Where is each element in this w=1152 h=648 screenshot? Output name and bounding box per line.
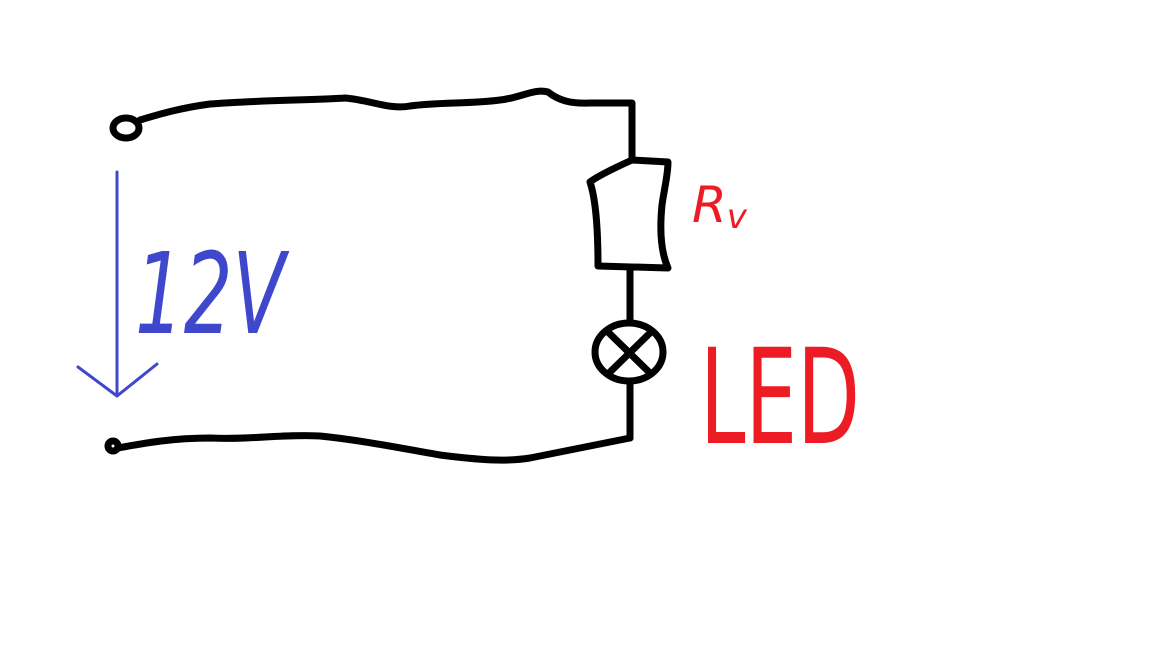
bottom-wire	[114, 432, 634, 464]
terminal-circle-icon	[109, 114, 143, 142]
terminal-circle-icon	[104, 437, 122, 455]
lamp-cross-icon	[591, 319, 667, 385]
resistor-body	[586, 156, 672, 272]
arrow-down-icon	[76, 170, 159, 398]
resistor-letter: R	[692, 176, 727, 234]
top-wire	[136, 87, 636, 164]
resistor-subscript: v	[727, 197, 748, 237]
resistor-label: Rv	[692, 176, 748, 237]
voltage-label: 12V	[135, 230, 290, 360]
led-label: LED	[700, 321, 860, 475]
